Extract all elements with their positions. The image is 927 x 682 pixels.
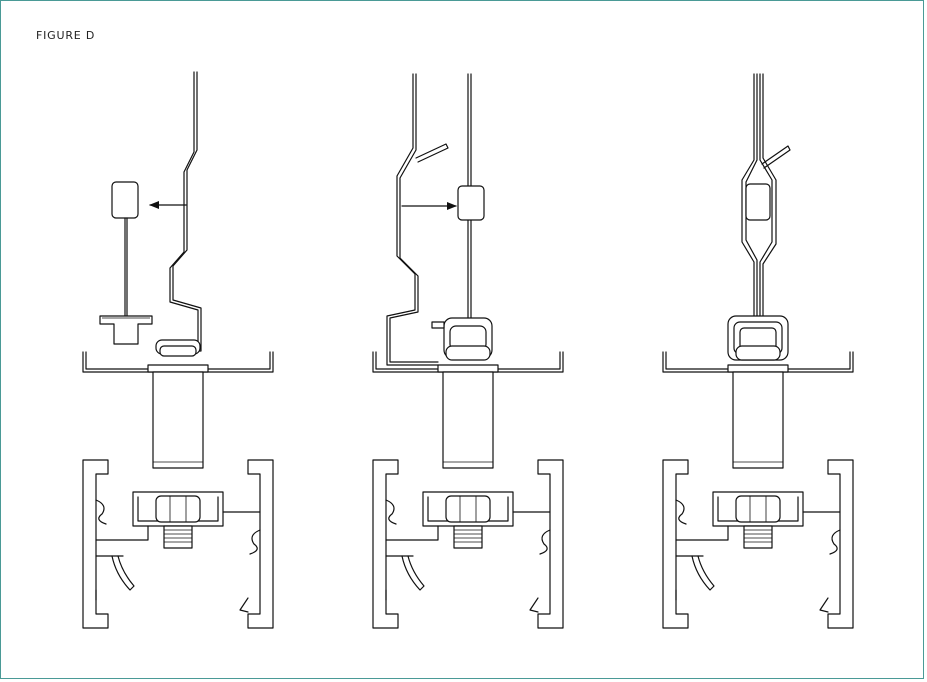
panel-step-3	[662, 73, 854, 629]
figure-label: FIGURE D	[36, 29, 96, 42]
panel-step-1	[82, 71, 274, 629]
panel-step-2	[372, 73, 564, 629]
